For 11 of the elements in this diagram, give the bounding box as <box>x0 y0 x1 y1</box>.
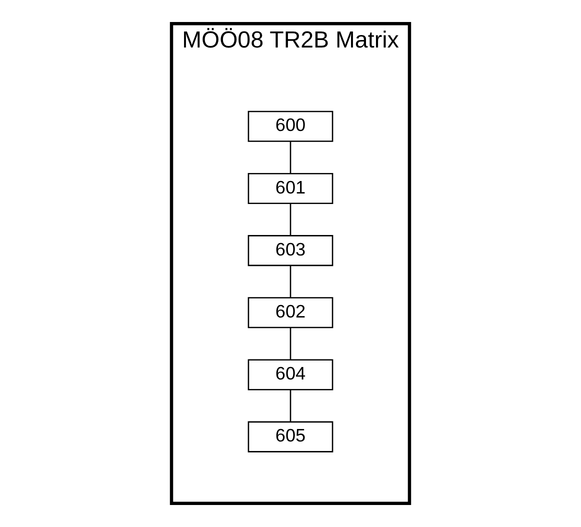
connector <box>290 142 292 174</box>
node-box: 601 <box>248 172 334 204</box>
node-box: 602 <box>248 297 334 328</box>
node-box: 603 <box>248 235 334 266</box>
connector <box>290 266 292 298</box>
node-box: 604 <box>248 359 334 390</box>
connector <box>290 328 292 360</box>
connector <box>290 390 292 422</box>
connector <box>290 204 292 236</box>
node-box: 605 <box>248 421 334 452</box>
node-box: 600 <box>248 110 334 142</box>
